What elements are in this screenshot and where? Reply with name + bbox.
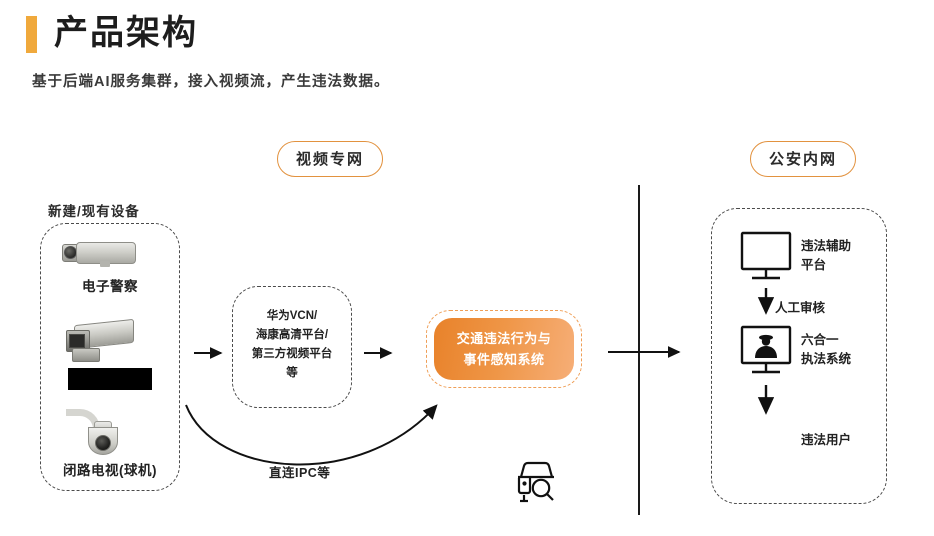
- arrow-direct-ipc-curve: [185, 404, 438, 466]
- zone-label-police-intranet: 公安内网: [750, 141, 857, 177]
- device-item-dome-camera: 闭路电视(球机): [40, 405, 180, 487]
- network-boundary-divider: [638, 185, 640, 515]
- intranet-node-label-assist-platform: 违法辅助 平台: [801, 237, 851, 275]
- device-item-housing-camera: [40, 318, 180, 392]
- redacted-label-bar: [68, 368, 152, 390]
- devices-group-box: [40, 223, 180, 491]
- platform-line-2: 海康高清平台/: [255, 329, 329, 341]
- police-intranet-group-box: [711, 208, 887, 504]
- video-platform-label: 华为VCN/ 海康高清平台/ 第三方视频平台 等: [232, 307, 352, 383]
- direct-link-label: 直连IPC等: [269, 466, 331, 480]
- system-box-label: 交通违法行为与 事件感知系统: [457, 328, 552, 370]
- car-search-icon: [517, 461, 554, 503]
- enforcement-line-2: 执法系统: [801, 352, 852, 366]
- platform-line-3: 第三方视频平台: [251, 348, 333, 360]
- assist-platform-line-2: 平台: [801, 258, 827, 272]
- zone-label-video-network: 视频专网: [277, 141, 384, 177]
- housing-camera-icon: [64, 318, 134, 362]
- system-box-dashed-outline: [426, 310, 582, 388]
- page-title: 产品架构: [54, 14, 198, 52]
- manual-review-label: 人工审核: [775, 301, 826, 315]
- intranet-node-label-enforcement-system: 六合一 执法系统: [801, 331, 851, 369]
- platform-line-1: 华为VCN/: [266, 310, 318, 322]
- platform-line-4: 等: [286, 367, 298, 379]
- page-subtitle: 基于后端AI服务集群，接入视频流，产生违法数据。: [32, 74, 390, 90]
- device-label-electronic-police: 电子警察: [82, 279, 138, 294]
- enforcement-line-1: 六合一: [801, 333, 839, 347]
- system-line-2: 事件感知系统: [463, 352, 545, 367]
- system-line-1: 交通违法行为与: [456, 331, 552, 346]
- devices-caption: 新建/现有设备: [48, 204, 140, 219]
- assist-platform-line-1: 违法辅助: [801, 239, 852, 253]
- device-item-electronic-police: 电子警察: [40, 233, 180, 311]
- traffic-violation-system-box: 交通违法行为与 事件感知系统: [434, 318, 574, 380]
- intranet-node-label-violating-user: 违法用户: [801, 433, 852, 447]
- device-label-dome-camera: 闭路电视(球机): [63, 463, 157, 478]
- bullet-camera-icon: [62, 239, 136, 267]
- title-accent-bar: [26, 16, 37, 53]
- dome-camera-icon: [66, 407, 138, 455]
